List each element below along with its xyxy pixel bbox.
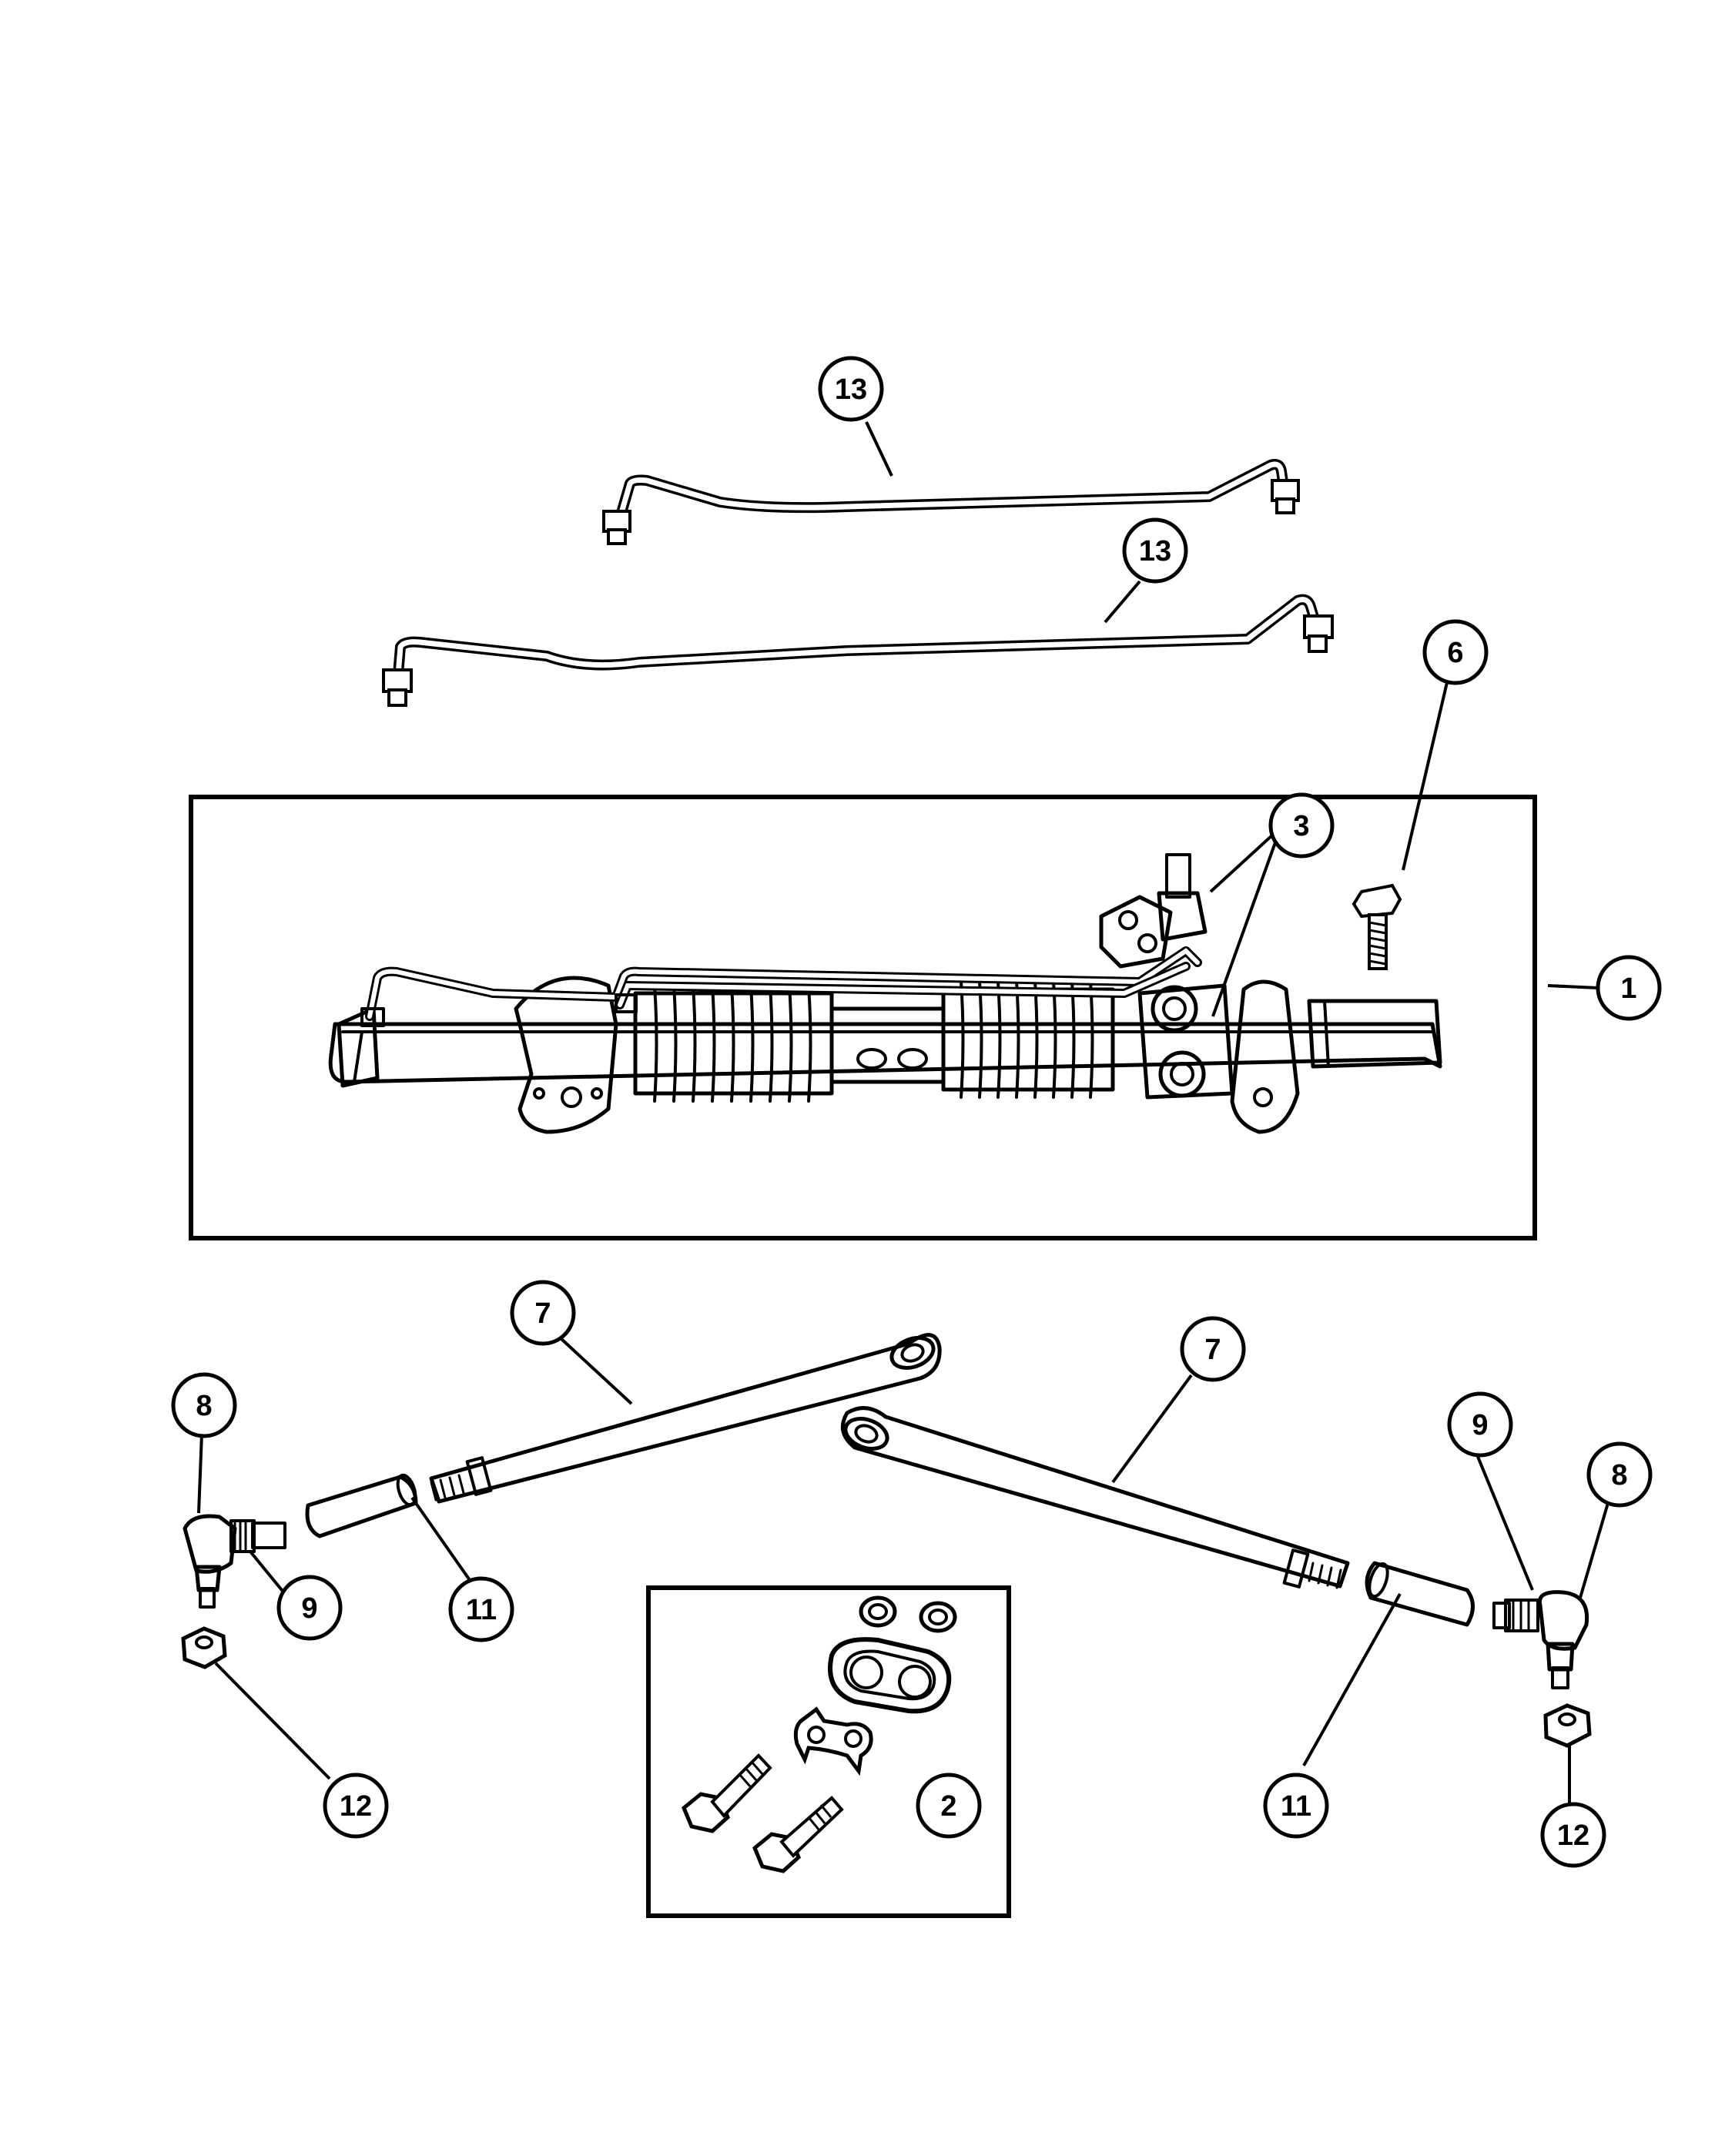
svg-text:12: 12 [340, 1790, 372, 1823]
callout-11-right: 11 [1263, 1773, 1329, 1839]
svg-text:8: 8 [1611, 1459, 1627, 1491]
callout-13-upper: 13 [818, 356, 884, 422]
adjuster-sleeve-left [305, 1473, 418, 1538]
callout-2: 2 [916, 1773, 982, 1839]
svg-text:11: 11 [466, 1594, 497, 1626]
callout-3: 3 [1268, 792, 1335, 859]
svg-text:9: 9 [1472, 1409, 1488, 1441]
mounting-kit-frame [646, 1585, 1011, 1918]
steering-gear-rack [328, 853, 1442, 1134]
right-boot-bellows [941, 980, 1115, 1099]
steering-gear-assembly-frame [189, 795, 1537, 1240]
mounting-kit-parts [681, 1595, 957, 1873]
callout-9-right: 9 [1447, 1391, 1513, 1458]
svg-text:3: 3 [1293, 810, 1309, 842]
svg-text:6: 6 [1447, 637, 1463, 669]
callout-8-left: 8 [171, 1372, 237, 1438]
castle-nut-left [181, 1626, 227, 1669]
callout-7-left: 7 [510, 1280, 576, 1346]
castle-nut-right [1543, 1703, 1592, 1748]
callout-12-left: 12 [323, 1773, 389, 1839]
callout-12-right: 12 [1540, 1802, 1606, 1868]
callout-13-lower: 13 [1122, 517, 1188, 584]
mounting-bolt [1352, 883, 1402, 970]
svg-text:1: 1 [1620, 973, 1636, 1005]
pressure-line-upper [602, 459, 1300, 545]
callout-8-right: 8 [1586, 1441, 1653, 1508]
tie-rod-end-left [183, 1514, 286, 1609]
callout-7-right: 7 [1180, 1316, 1246, 1382]
svg-text:7: 7 [534, 1297, 551, 1330]
left-boot-bellows [633, 984, 834, 1103]
svg-text:13: 13 [1139, 535, 1171, 567]
adjuster-sleeve-right [1365, 1561, 1475, 1627]
svg-text:11: 11 [1281, 1790, 1311, 1823]
callout-11-left: 11 [448, 1576, 514, 1642]
callout-9-left: 9 [276, 1575, 343, 1641]
tie-rod-left [429, 1333, 942, 1504]
kit-bolt-upper [681, 1753, 772, 1833]
pressure-line-lower [382, 594, 1334, 707]
callout-1: 1 [1596, 955, 1662, 1021]
svg-text:7: 7 [1204, 1334, 1221, 1366]
callout-6: 6 [1422, 619, 1489, 685]
svg-text:13: 13 [835, 373, 867, 406]
svg-text:2: 2 [940, 1790, 956, 1823]
tie-rod-right [840, 1406, 1350, 1589]
leader-lines [197, 421, 1609, 1810]
svg-text:12: 12 [1557, 1820, 1589, 1852]
svg-text:8: 8 [196, 1390, 212, 1422]
svg-text:9: 9 [301, 1592, 317, 1625]
tie-rod-end-right [1492, 1590, 1589, 1689]
kit-bolt-lower [752, 1796, 844, 1873]
